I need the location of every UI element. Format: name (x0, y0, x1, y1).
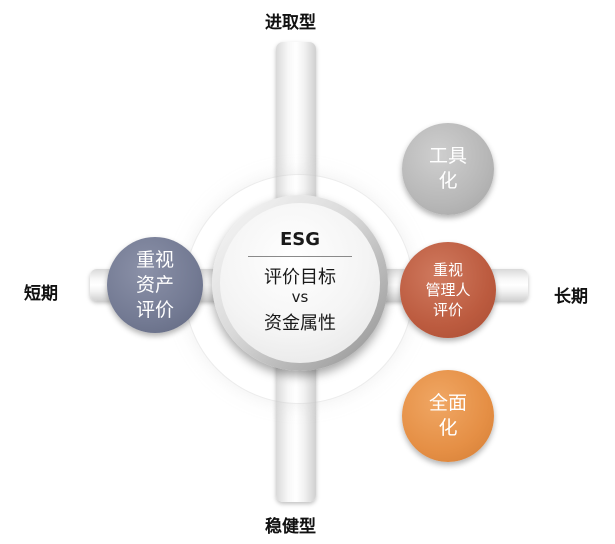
circle-full-line-2: 化 (438, 417, 458, 439)
axis-label-aggressive: 进取型 (265, 13, 316, 33)
center-text-capital-attribute: 资金属性 (264, 313, 336, 334)
circle-manager-line-3: 评价 (432, 301, 463, 319)
center-title: ESG (279, 229, 321, 250)
circle-comprehensive: 全面 化 (402, 370, 494, 462)
center-text-vs: vs (291, 288, 309, 306)
circle-full-line-1: 全面 (428, 392, 467, 414)
circle-tool-line-1: 工具 (428, 145, 467, 167)
circle-manager-evaluation: 重视 管理人 评价 (400, 242, 496, 338)
circle-asset-line-3: 评价 (135, 298, 174, 321)
center-circle: ESG 评价目标 vs 资金属性 (212, 195, 388, 371)
circle-manager-line-2: 管理人 (425, 281, 471, 299)
axis-label-long-term: 长期 (554, 287, 588, 307)
center-circle-face: ESG 评价目标 vs 资金属性 (220, 203, 380, 363)
center-divider (248, 256, 352, 257)
axis-label-short-term: 短期 (24, 284, 58, 304)
circle-tooling: 工具 化 (402, 123, 494, 215)
axis-label-conservative: 稳健型 (265, 517, 316, 537)
circle-asset-evaluation: 重视 资产 评价 (107, 237, 203, 333)
circle-asset-line-1: 重视 (135, 248, 174, 271)
circle-tool-line-2: 化 (438, 170, 458, 192)
center-text-evaluation-goal: 评价目标 (264, 267, 336, 288)
circle-manager-line-1: 重视 (432, 261, 463, 279)
circle-asset-line-2: 资产 (135, 273, 174, 296)
